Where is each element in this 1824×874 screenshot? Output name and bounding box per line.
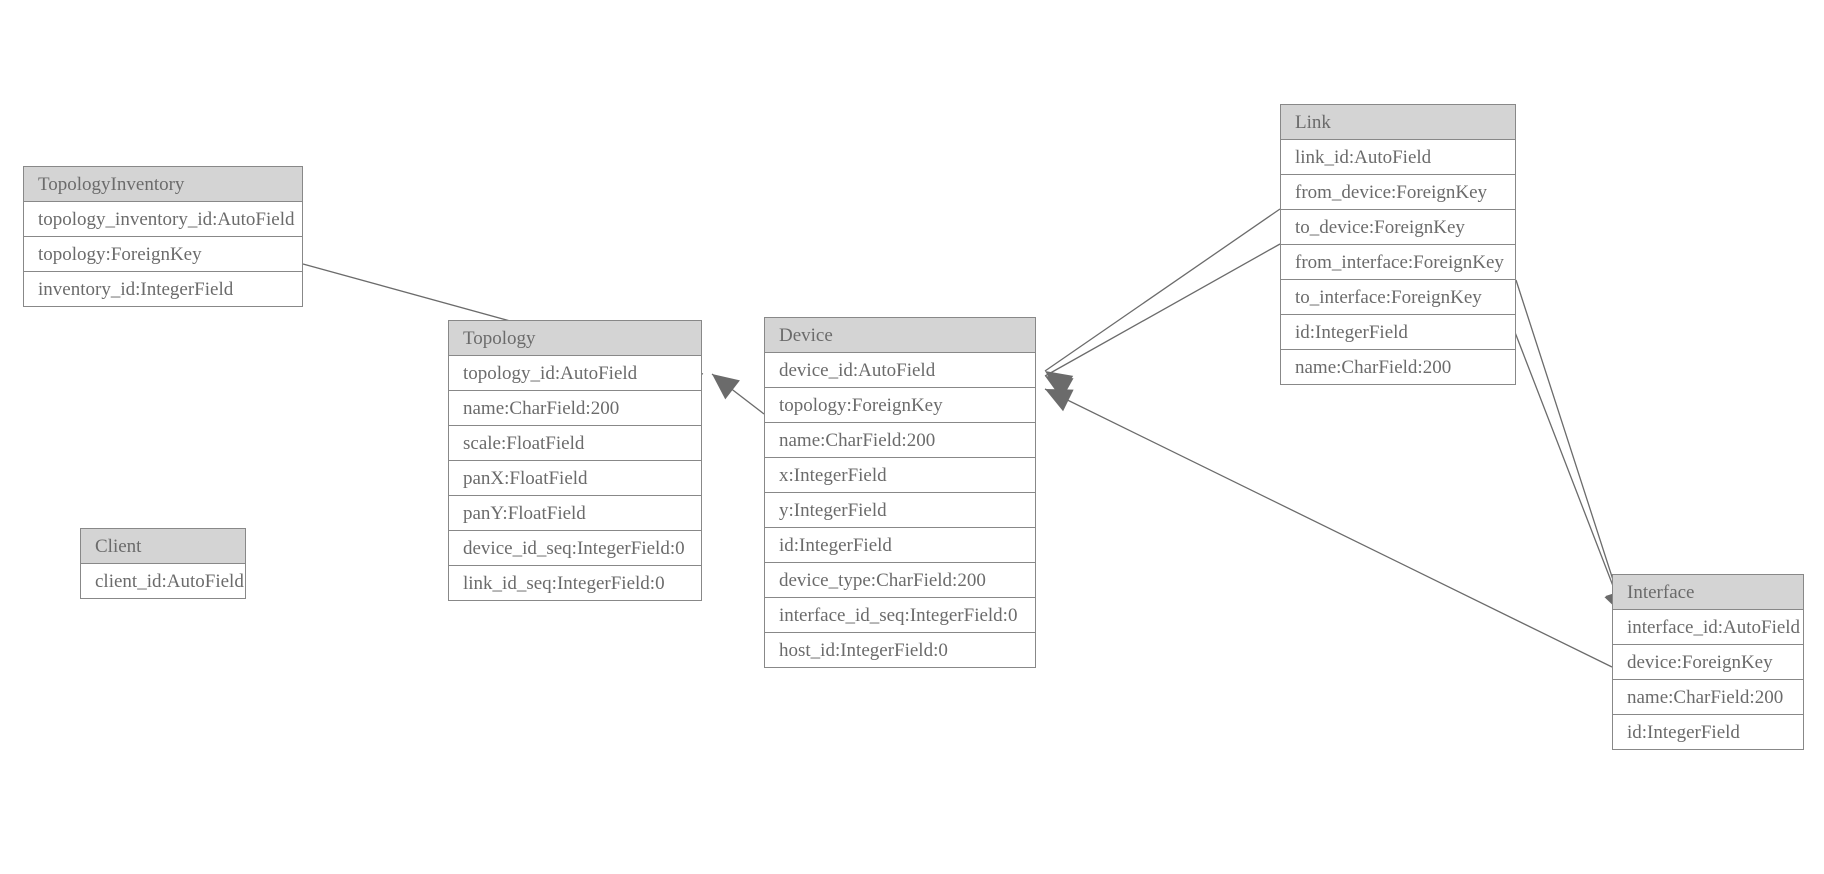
entity-field-row: client_id:AutoField [81, 564, 245, 599]
entity-field-row: topology:ForeignKey [765, 388, 1035, 423]
entity-field-row: name:CharField:200 [1281, 350, 1515, 385]
entity-field-row: y:IntegerField [765, 493, 1035, 528]
relationship-line [1515, 279, 1626, 618]
relationship-rel-link-to-device [1044, 243, 1281, 400]
entity-field-row: topology:ForeignKey [24, 237, 302, 272]
entity-field-row: interface_id_seq:IntegerField:0 [765, 598, 1035, 633]
entity-field-row: from_device:ForeignKey [1281, 175, 1515, 210]
relationship-arrowhead [1045, 371, 1074, 396]
relationship-line [1044, 243, 1281, 377]
entity-field-row: panX:FloatField [449, 461, 701, 496]
relationship-line [1044, 388, 1613, 668]
entity-field-row: x:IntegerField [765, 458, 1035, 493]
entity-field-row: to_interface:ForeignKey [1281, 280, 1515, 315]
entity-field-row: from_interface:ForeignKey [1281, 245, 1515, 280]
entity-field-row: name:CharField:200 [449, 391, 701, 426]
entity-field-row: device_type:CharField:200 [765, 563, 1035, 598]
entity-title-topology: Topology [449, 321, 701, 356]
relationship-rel-link-from-interface [1515, 279, 1629, 618]
entity-field-row: host_id:IntegerField:0 [765, 633, 1035, 668]
relationship-line [1510, 321, 1626, 618]
relationship-arrowhead [1045, 376, 1074, 400]
entity-field-row: device:ForeignKey [1613, 645, 1803, 680]
entity-title-link: Link [1281, 105, 1515, 140]
entity-field-row: topology_id:AutoField [449, 356, 701, 391]
entity-title-client: Client [81, 529, 245, 564]
entity-field-row: to_device:ForeignKey [1281, 210, 1515, 245]
entity-title-device: Device [765, 318, 1035, 353]
entity-field-row: device_id:AutoField [765, 353, 1035, 388]
entity-field-row: id:IntegerField [1613, 715, 1803, 750]
entity-field-row: name:CharField:200 [765, 423, 1035, 458]
entity-field-row: panY:FloatField [449, 496, 701, 531]
entity-title-interface: Interface [1613, 575, 1803, 610]
entity-field-row: link_id_seq:IntegerField:0 [449, 566, 701, 601]
entity-field-row: link_id:AutoField [1281, 140, 1515, 175]
entity-field-row: scale:FloatField [449, 426, 701, 461]
relationship-arrowhead [712, 374, 740, 400]
entity-field-row: name:CharField:200 [1613, 680, 1803, 715]
relationship-line [711, 373, 765, 415]
entity-field-row: device_id_seq:IntegerField:0 [449, 531, 701, 566]
entity-field-row: inventory_id:IntegerField [24, 272, 302, 307]
entity-field-row: interface_id:AutoField [1613, 610, 1803, 645]
relationship-rel-device-topology [711, 373, 765, 415]
relationship-rel-interface-device [1044, 388, 1613, 668]
relationship-arrowhead [1045, 389, 1074, 412]
entity-title-topology_inventory: TopologyInventory [24, 167, 302, 202]
entity-field-row: topology_inventory_id:AutoField [24, 202, 302, 237]
relationship-rel-link-from-device [1044, 208, 1281, 396]
relationship-line [1044, 208, 1281, 372]
entity-field-row: id:IntegerField [765, 528, 1035, 563]
entity-field-row: id:IntegerField [1281, 315, 1515, 350]
